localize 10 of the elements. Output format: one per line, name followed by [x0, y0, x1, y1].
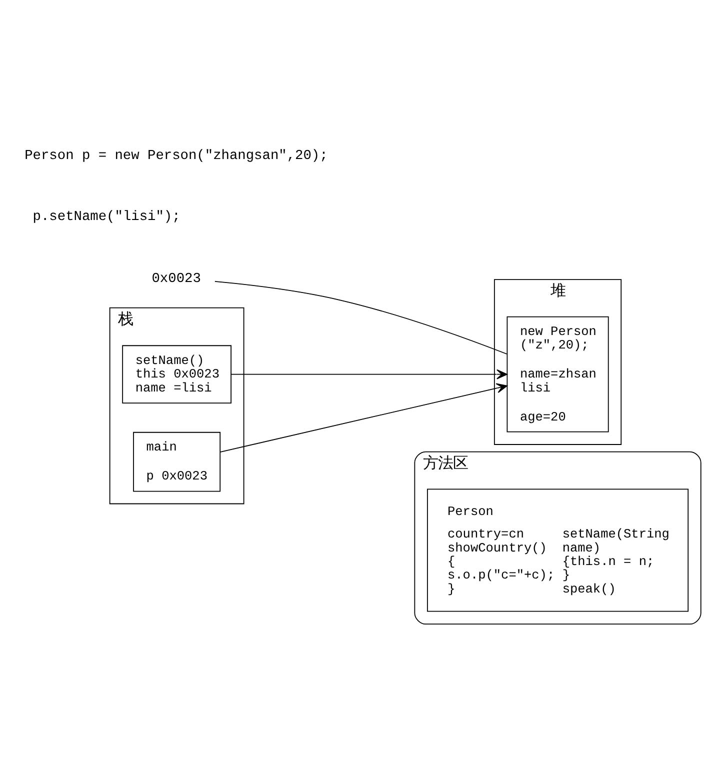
node-box: setName() this 0x0023 name =lisi	[122, 344, 232, 403]
node-box: new Person ("z",20); name=zhsan lisi age=20	[506, 316, 609, 432]
label: p.setName("lisi");	[32, 209, 180, 224]
arrow	[230, 368, 508, 379]
connector	[214, 280, 508, 354]
node-box: main p 0x0023	[133, 431, 221, 492]
node-text: 0x0023	[152, 271, 201, 286]
arrow	[220, 382, 508, 452]
label: Person p = new Person("zhangsan",20);	[24, 148, 328, 164]
node-box: Person country=cn showCountry() { s.o.p("c="+c); } setName(String name) {this.n = n; } speak()	[427, 488, 689, 612]
